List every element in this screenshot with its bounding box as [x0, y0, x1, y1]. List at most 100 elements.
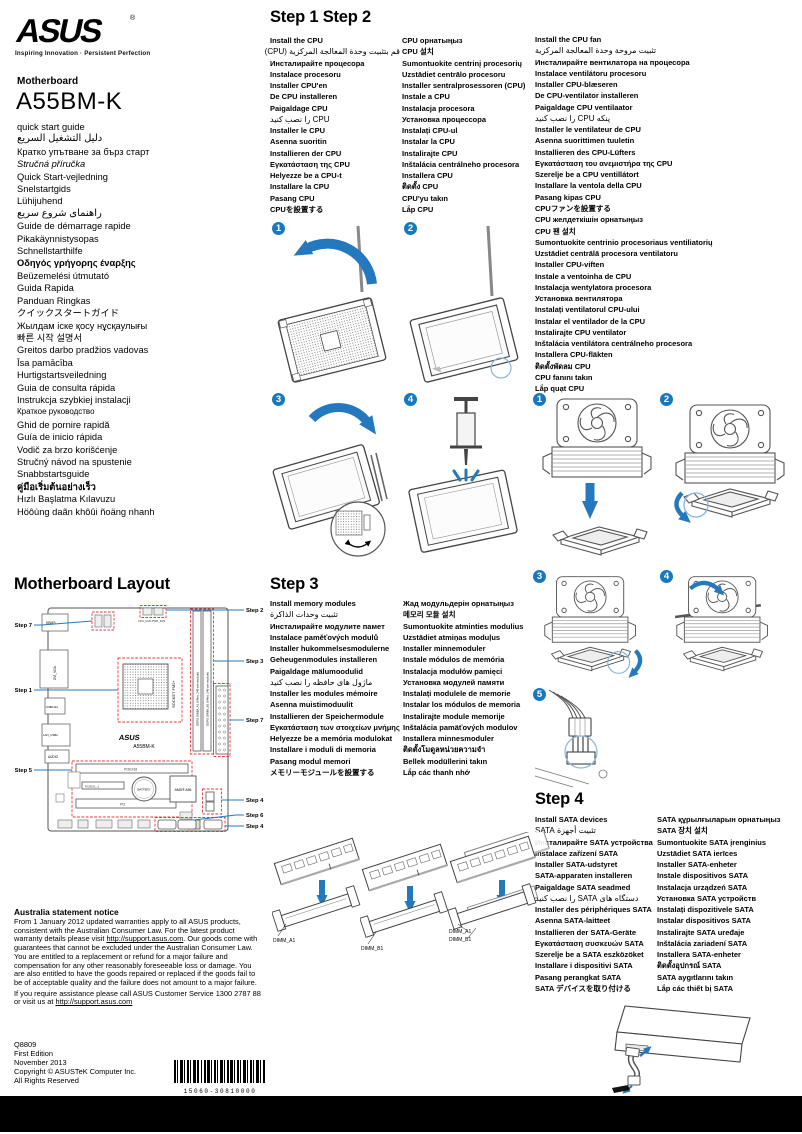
dimm-label: DIMM_A1	[449, 929, 471, 935]
instruction-line: Helyezze be a CPU-t	[270, 171, 342, 181]
socket-label: SOCKET FM2+	[171, 680, 176, 708]
figure-cpu-step4: 4	[404, 393, 530, 563]
dimm-label: DIMM_B1	[449, 937, 471, 943]
port-label-lan-usb2: LAN_USB2	[43, 733, 58, 737]
callout-step3: Step 3	[246, 659, 264, 665]
instruction-line: Installieren der SATA-Geräte	[535, 927, 637, 937]
figure-number: 4	[660, 570, 673, 583]
instruction-line: Instale módulos de memória	[403, 655, 505, 665]
instruction-line: CPU 팬 설치	[535, 226, 576, 236]
instruction-line: Sumontuokite atminties modulius	[403, 621, 524, 631]
language-item: คู่มือเริ่มต้นอย่างเร็ว	[17, 481, 96, 492]
instruction-line: SATA құрылғыларын орнатыңыз	[657, 815, 781, 824]
edition-line: Q8809	[14, 1040, 37, 1049]
instruction-line: Installer CPU'en	[270, 81, 328, 91]
support-link[interactable]: http://support.asus.com	[106, 934, 184, 944]
figure-number: 3	[533, 570, 546, 583]
callout-step2: Step 2	[246, 608, 263, 614]
instruction-line: Instalace ventilátoru procesoru	[535, 68, 647, 78]
notice-text: If you require assistance please call AS…	[14, 988, 261, 1007]
instruction-line: Installieren der CPU	[270, 148, 342, 158]
instruction-line: Pasang perangkat SATA	[535, 972, 621, 982]
instruction-line: Installer CPU-viften	[535, 260, 605, 270]
language-item: Schnellstarthilfe	[17, 246, 83, 257]
language-item: Hızlı Başlatma Kılavuzu	[17, 494, 116, 505]
instruction-line: Инсталирайте вентилатора на процесора	[535, 57, 690, 67]
language-item: Жылдам іске қосу нұсқаулығы	[17, 320, 148, 331]
instruction-line: Installer SATA-udstyret	[535, 860, 618, 870]
instruction-line: Inštalácia ventilátora centrálneho proce…	[535, 339, 693, 349]
instruction-line: Installer CPU-blæseren	[535, 80, 618, 90]
instruction-line: Bellek modüllerini takın	[403, 756, 488, 766]
callout-step4-top: Step 4	[246, 798, 264, 804]
figure-number: 1	[533, 393, 546, 406]
instruction-line: CPU fanını takın	[535, 372, 593, 382]
support-link[interactable]: http://support.asus.com	[55, 997, 133, 1007]
instruction-line: Instalacja wentylatora procesora	[535, 282, 652, 292]
instruction-line: Инсталирайте процесора	[270, 58, 365, 68]
language-item: Īsa pamācība	[17, 357, 73, 368]
figure-fan-step2: 2	[660, 393, 792, 561]
step3-heading: Step 3	[270, 575, 319, 593]
instruction-line: Εγκατάσταση συσκευών SATA	[535, 938, 644, 948]
instruction-line: Installer le CPU	[270, 126, 326, 136]
instruction-line: Инсталирайте модулите памет	[270, 621, 385, 631]
instruction-line: Uzstādiet centrālā procesora ventilatoru	[535, 249, 678, 259]
instruction-line: CPU орнатыңыз	[402, 36, 463, 45]
step4-heading: Step 4	[535, 790, 584, 808]
instruction-line: Asenna suoritin	[270, 137, 327, 147]
figure-number: 1	[272, 222, 285, 235]
figure-number: 4	[404, 393, 417, 406]
asus-logo: ASUS ®	[13, 8, 154, 59]
figure-dimm-b1: DIMM_B1	[359, 840, 452, 952]
instruction-line: CPUファンを設置する	[535, 203, 611, 213]
instruction-line: Inštalácia zariadení SATA	[657, 938, 748, 948]
callout-step1: Step 1	[15, 688, 33, 694]
language-item: Beüzemelési útmutató	[17, 270, 109, 281]
language-item: クイックスタートガイド	[17, 308, 119, 319]
instruction-line: Установка SATA устройств	[657, 893, 757, 903]
instruction-line: Instalace zařízení SATA	[535, 848, 619, 858]
barcode-digits: 15060-30810000	[183, 1088, 257, 1095]
instruction-line: Instalați dispozitivele SATA	[657, 905, 754, 915]
language-item: Vodič za brzo korišćenje	[17, 444, 118, 455]
instruction-line: Installare la CPU	[270, 182, 330, 192]
callout-step5: Step 5	[15, 768, 33, 774]
instruction-line: Sumontuokite centrinį procesorių	[402, 58, 523, 68]
figure-number: 2	[404, 222, 417, 235]
registered-mark: ®	[130, 14, 136, 22]
instruction-line: تثبيت وحدات الذاكرة	[270, 610, 339, 620]
language-item: Snabbstartsguide	[17, 469, 90, 480]
instruction-line: Uzstādiet centrālo procesoru	[402, 69, 506, 79]
board-brand: ASUS	[118, 733, 140, 742]
instruction-line: Install the CPU	[270, 36, 323, 45]
instruction-line: メモリーモジュールを設置する	[270, 767, 375, 777]
instruction-line: Lắp quạt CPU	[535, 384, 585, 394]
instruction-line: Install SATA devices	[535, 815, 608, 824]
instruction-line: Installer minnemoduler	[403, 644, 486, 654]
instruction-line: Instalați CPU-ul	[402, 126, 458, 136]
instruction-line: SATA-apparaten installeren	[535, 871, 633, 881]
instruction-line: Uzstādiet SATA ierīces	[657, 848, 738, 858]
asus-logo-text: ASUS	[14, 13, 105, 50]
instruction-line: Installera CPU	[402, 171, 453, 181]
figure-cpu-step3: 3	[272, 393, 398, 563]
instruction-line: SATA 장치 설치	[657, 826, 708, 836]
instruction-line: SATA aygıtlarını takın	[657, 972, 734, 982]
instruction-line: پنكه CPU را نصب كنيد	[535, 113, 611, 123]
instruction-line: De CPU-ventilator installeren	[535, 91, 639, 101]
instruction-line: ติดตั้งโมดูลหน่วยความจำ	[403, 745, 486, 755]
instruction-line: Жад модульдерін орнатыңыз	[403, 599, 514, 608]
instruction-line: Paigaldage mälumoodulid	[270, 666, 363, 676]
instruction-line: Paigaldage CPU	[270, 103, 328, 113]
instruction-line: Inštalácia centrálneho procesora	[402, 159, 520, 169]
instruction-line: Szerelje be a CPU ventillátort	[535, 170, 639, 180]
edition-line: All Rights Reserved	[14, 1076, 79, 1085]
language-item: راهنمای شروع سریع	[17, 207, 102, 219]
instruction-line: Asenna suorittimen tuuletin	[535, 136, 635, 146]
figure-cpu-step2: 2	[404, 222, 530, 390]
instruction-line: Instalace paměťových modulů	[270, 632, 379, 642]
instruction-line: Installer SATA-enheter	[657, 860, 737, 870]
barcode-bars	[174, 1060, 265, 1083]
